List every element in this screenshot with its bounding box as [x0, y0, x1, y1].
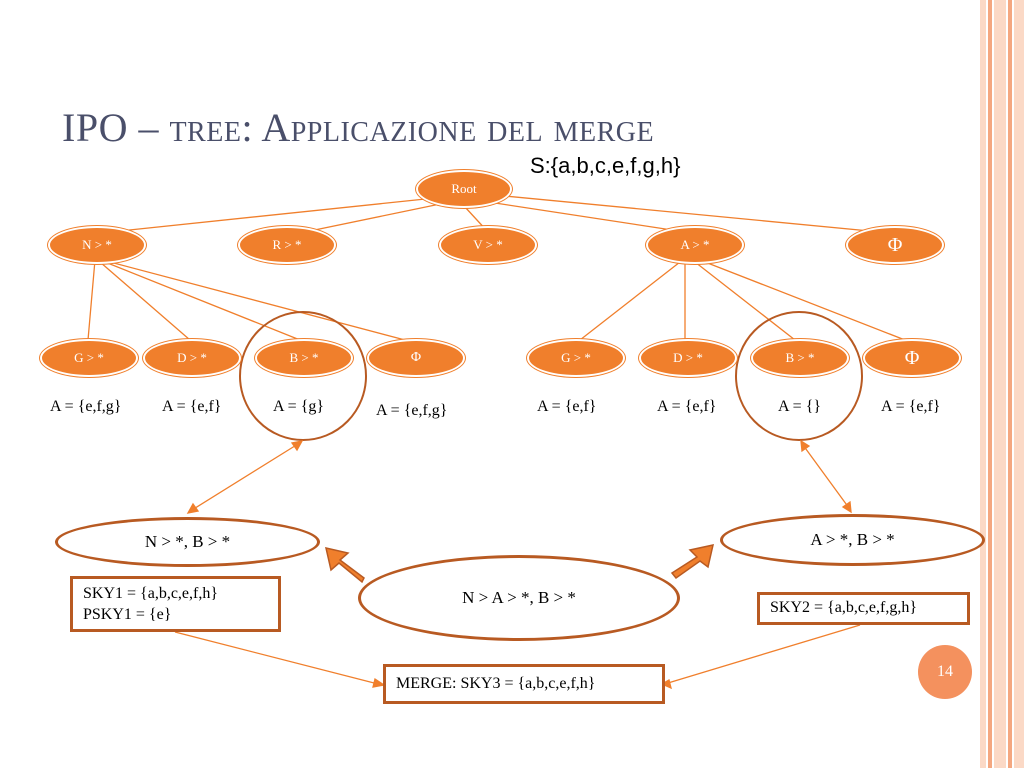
block-arrow-right [670, 544, 714, 580]
connector [174, 631, 379, 685]
left-query-oval: N > *, B > * [55, 517, 320, 567]
arrowhead [841, 500, 852, 514]
node-right-d: D > * [639, 339, 737, 377]
edge [579, 261, 681, 341]
connector [667, 624, 861, 684]
stripe [980, 0, 986, 768]
title-part2: tree: Applicazione del merge [169, 105, 655, 150]
right-value-phi: A = {e,f} [881, 398, 941, 415]
edge [304, 202, 446, 233]
edge [704, 261, 906, 341]
connector [191, 443, 299, 511]
slide-title: IPO – tree: Applicazione del merge [62, 104, 654, 151]
arrowhead [186, 502, 200, 514]
title-part1: IPO – [62, 105, 170, 150]
node-right-b: B > * [751, 339, 849, 377]
node-left-d: D > * [143, 339, 241, 377]
right-value-b: A = {} [778, 398, 822, 415]
left-value-g: A = {e,f,g} [50, 398, 122, 415]
edge [109, 197, 436, 233]
arrowhead [800, 439, 811, 453]
arrowhead [660, 679, 672, 690]
edge [104, 261, 301, 341]
edge [99, 261, 191, 341]
node-left-g: G > * [40, 339, 138, 377]
left-value-d: A = {e,f} [162, 398, 222, 415]
node-v: V > * [439, 226, 537, 264]
node-n: N > * [48, 226, 146, 264]
arrowhead [290, 440, 304, 452]
sky1-box: SKY1 = {a,b,c,e,f,h} PSKY1 = {e} [70, 576, 281, 632]
decorative-stripes [980, 0, 1024, 768]
connector [802, 444, 850, 509]
psky1-line: PSKY1 = {e} [83, 606, 172, 623]
root-node: Root [416, 170, 512, 208]
node-a: A > * [646, 226, 744, 264]
arrowhead [372, 677, 386, 688]
edge [694, 261, 796, 341]
node-left-b: B > * [255, 339, 353, 377]
node-phi: Φ [846, 226, 944, 264]
edge [87, 259, 96, 341]
right-value-d: A = {e,f} [657, 398, 717, 415]
sky2-box: SKY2 = {a,b,c,e,f,g,h} [757, 592, 970, 625]
edge [494, 202, 686, 233]
stripe [1014, 0, 1024, 768]
merge-box: MERGE: SKY3 = {a,b,c,e,f,h} [383, 664, 665, 704]
stripe [994, 0, 1006, 768]
node-r: R > * [238, 226, 336, 264]
node-right-phi: Φ [863, 339, 961, 377]
page-number: 14 [918, 645, 972, 699]
stripe [988, 0, 992, 768]
left-value-b: A = {g} [273, 398, 325, 415]
highlight-circle [735, 311, 863, 441]
center-query-oval: N > A > *, B > * [358, 555, 680, 641]
node-right-g: G > * [527, 339, 625, 377]
set-label: S:{a,b,c,e,f,g,h} [530, 153, 681, 178]
highlight-circle [239, 311, 367, 441]
right-value-g: A = {e,f} [537, 398, 597, 415]
stripe [1008, 0, 1012, 768]
block-arrow-left [325, 547, 365, 584]
node-left-phi: Φ [367, 339, 465, 377]
edge [109, 261, 406, 341]
sky1-line: SKY1 = {a,b,c,e,f,h} [83, 585, 219, 602]
right-query-oval: A > *, B > * [720, 514, 985, 566]
left-value-phi: A = {e,f,g} [376, 402, 448, 419]
edge [504, 195, 881, 233]
